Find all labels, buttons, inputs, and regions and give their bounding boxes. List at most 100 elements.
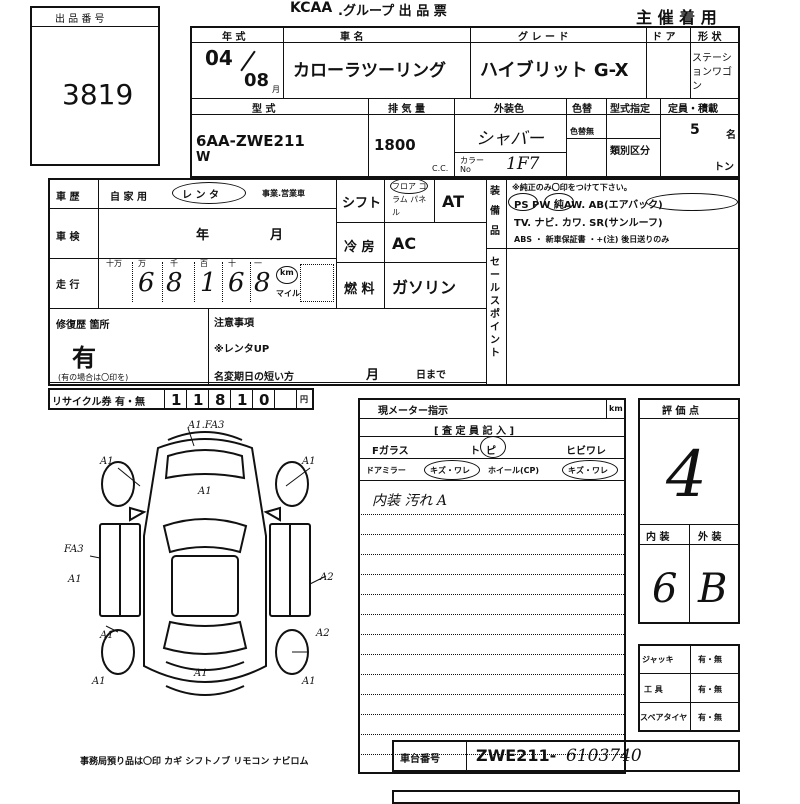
diagram-mark-2: A1 xyxy=(100,456,114,467)
repair-value: 有 xyxy=(72,344,96,372)
year-value: 04 xyxy=(205,46,233,70)
ton-unit: トン xyxy=(714,162,734,173)
jack-label: ジャッキ xyxy=(642,655,674,664)
mileage-place-0: 十万 xyxy=(106,259,122,268)
ps-circle xyxy=(508,193,538,211)
mile-label: マイル xyxy=(276,289,300,298)
diagram-mark-1: A1.FA3 xyxy=(188,420,225,431)
ac-value: AC xyxy=(392,234,417,253)
month-unit: 月 xyxy=(272,85,280,94)
mileage-digit-4: 6 xyxy=(228,268,245,298)
inspection-month: 月 xyxy=(270,228,284,243)
chassis-box xyxy=(392,740,740,772)
displacement-value: 1800 xyxy=(374,136,416,154)
floor-circle xyxy=(390,178,428,194)
recycle-label: リサイクル券 有・無 xyxy=(52,397,145,408)
usage-private: 自 家 用 xyxy=(110,192,147,203)
lot-label: 出 品 番 号 xyxy=(55,14,105,25)
spare-value: 有・無 xyxy=(698,713,722,722)
form-title: .グループ 出 品 票 xyxy=(338,4,447,19)
tools-value: 有・無 xyxy=(698,685,722,694)
deadline-label: 名変期日の短い方 xyxy=(214,372,294,383)
interior-score: 6 xyxy=(652,566,678,612)
diagram-mark-3: A1 xyxy=(302,456,316,467)
diagram-mark-9: A2 xyxy=(316,628,330,639)
inspection-label: 車 検 xyxy=(56,232,80,243)
history-table xyxy=(48,178,740,386)
usage-business: 事業.営業車 xyxy=(262,189,306,198)
evaluation-label: 評 価 点 xyxy=(662,406,699,417)
equipment-line1: PS PW 純AW. AB(エアバック) xyxy=(514,200,663,211)
usage-rental-circle xyxy=(172,182,246,204)
inspection-year: 年 xyxy=(196,228,210,243)
jack-value: 有・無 xyxy=(698,655,722,664)
diagram-mark-7: A2 xyxy=(320,572,334,583)
spare-label: スペアタイヤ xyxy=(640,713,688,722)
usage-rental: レ ン タ xyxy=(182,190,219,201)
shape-label: 形 状 xyxy=(698,32,722,43)
mirror-circle xyxy=(424,460,480,480)
recycle-digit-4: 1 xyxy=(237,391,248,409)
model-label: 型 式 xyxy=(252,104,276,115)
pw-circle xyxy=(544,193,574,211)
km-label: km xyxy=(280,268,294,277)
capacity-unit: 名 xyxy=(726,130,736,141)
tools-label: 工 具 xyxy=(644,685,663,694)
interior-label: 内 装 xyxy=(646,532,670,543)
year-label: 年 式 xyxy=(222,32,246,43)
equipment-label: 装備品 xyxy=(490,186,500,237)
color-code-label: カラーNo xyxy=(460,156,484,174)
mileage-digit-1: 6 xyxy=(138,268,155,298)
chassis-value: ZWE211- xyxy=(476,746,557,765)
diagram-mark-6: A1 xyxy=(68,574,82,585)
inspector-header: [ 査 定 員 記 入 ] xyxy=(434,426,515,437)
mileage-digit-3: 1 xyxy=(200,268,217,298)
recycle-unit: 円 xyxy=(300,395,308,404)
exterior-score: B xyxy=(698,566,728,612)
equipment-line3: ABS ・ 新車保証書 ・+(注) 後日送りのみ xyxy=(514,235,670,244)
type-spec-label: 型式指定 xyxy=(610,104,650,115)
exterior-value: シャバー xyxy=(476,129,544,149)
diagram-mark-4: A1 xyxy=(198,486,212,497)
capacity-value: 5 xyxy=(690,122,700,138)
recycle-digit-5: 0 xyxy=(259,391,270,409)
fglass-circle xyxy=(480,436,506,458)
chassis-handwritten: 6103740 xyxy=(566,746,642,766)
wheel-circle xyxy=(562,460,618,480)
car-name-label: 車 名 xyxy=(340,32,364,43)
diagram-mark-10: A1 xyxy=(92,676,106,687)
model-value: 6AA-ZWE211 xyxy=(196,132,305,150)
fuel-label: 燃 料 xyxy=(344,282,375,297)
lot-box xyxy=(30,6,160,166)
recycle-digit-1: 1 xyxy=(171,391,182,409)
color-change-label: 色替 xyxy=(572,104,592,115)
meter-box xyxy=(358,398,626,774)
exterior-label: 外 装 xyxy=(698,532,722,543)
notes-label: 注意事項 xyxy=(214,318,254,329)
exterior-label: 外装色 xyxy=(494,104,524,115)
cc-unit: C.C. xyxy=(432,164,449,173)
fglass-opt3: ヒビワレ xyxy=(566,446,606,457)
diagram-mark-5: FA3 xyxy=(64,544,84,555)
repair-note: (有の場合は〇印を) xyxy=(58,373,129,382)
displacement-label: 排 気 量 xyxy=(388,104,425,115)
km-circle xyxy=(276,266,298,284)
capacity-label: 定員・積載 xyxy=(668,104,718,115)
mileage-label: 走 行 xyxy=(56,280,80,291)
mileage-digit-2: 8 xyxy=(166,268,183,298)
ac-label: 冷 房 xyxy=(344,240,375,255)
evaluation-score: 4 xyxy=(666,438,707,512)
ab-circle xyxy=(646,193,738,211)
mileage-place-2: 千 xyxy=(170,259,178,268)
color-code-value: 1F7 xyxy=(506,154,540,174)
model-suffix: W xyxy=(196,150,211,165)
vehicle-info-table xyxy=(190,26,740,178)
recycle-digit-3: 8 xyxy=(215,391,226,409)
usage-label: 車 歴 xyxy=(56,192,80,203)
repair-label: 修復歴 箇所 xyxy=(56,320,110,331)
shape-value: ステーションワゴン xyxy=(692,53,732,92)
footer-items: 事務局預り品は〇印 カギ シフトノブ リモコン ナビロム xyxy=(80,757,309,767)
deadline-month: 月 xyxy=(366,368,380,383)
grade-value: ハイブリット G-X xyxy=(480,60,629,81)
category-label: 類別区分 xyxy=(610,146,650,157)
